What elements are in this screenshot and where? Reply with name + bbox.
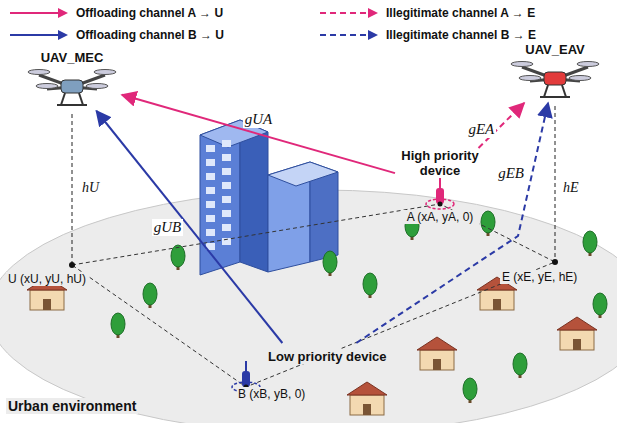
- altitude-line: [72, 114, 73, 265]
- coordinate-label: hE: [561, 180, 581, 196]
- node-title: UAV_MEC: [22, 50, 122, 65]
- device-node: High priority device A (xA, yA, 0): [395, 148, 485, 224]
- ground-polygon-line: [72, 204, 555, 387]
- channel-gain-label: gEB: [496, 165, 526, 182]
- drone-icon: [510, 59, 600, 103]
- legend-entry: Illegitimate channel B → E: [318, 28, 536, 42]
- scene-caption: Urban environment: [6, 398, 138, 414]
- tree: [463, 378, 477, 403]
- window: [206, 187, 215, 194]
- tree: [513, 353, 527, 378]
- tree: [143, 283, 157, 308]
- window: [222, 154, 231, 161]
- houses: [27, 277, 597, 415]
- channel-gain-label: gUB: [152, 219, 184, 236]
- node-title: High priority device: [395, 148, 485, 178]
- house: [417, 337, 457, 370]
- uav-node: UAV_MEC: [22, 50, 122, 111]
- tree: [111, 313, 125, 338]
- legend-line-sample: [8, 6, 70, 20]
- window: [206, 173, 215, 180]
- legend-line-sample: [318, 6, 380, 20]
- tree: [583, 231, 597, 256]
- window: [222, 168, 231, 175]
- office-building: [268, 162, 338, 272]
- legend-entry: Offloading channel B → U: [8, 28, 224, 42]
- coordinate-label: U (xU, yU, hU): [6, 272, 88, 286]
- legend-text: Illegitimate channel A → E: [386, 6, 535, 20]
- legend-line-sample: [318, 28, 380, 42]
- coordinate-label: A (xA, yA, 0): [401, 210, 479, 224]
- window: [222, 140, 231, 147]
- window: [222, 224, 231, 231]
- coordinate-label: B (xB, yB, 0): [238, 387, 305, 401]
- window: [206, 201, 215, 208]
- channel-gain-label: gUA: [243, 111, 275, 128]
- coordinate-label: E (xE, yE, hE): [500, 270, 579, 284]
- window: [206, 145, 215, 152]
- ground-point: [69, 262, 75, 268]
- device-icon: [420, 178, 460, 210]
- tree: [593, 293, 607, 318]
- node-title: UAV_EAV: [505, 42, 605, 57]
- window: [206, 215, 215, 222]
- legend-entry: Offloading channel A → U: [8, 6, 223, 20]
- window: [206, 229, 215, 236]
- tree: [323, 251, 337, 276]
- legend-text: Offloading channel B → U: [76, 28, 224, 42]
- drone-icon: [27, 67, 117, 111]
- tree: [171, 245, 185, 270]
- tree: [363, 273, 377, 298]
- building-windows: [206, 140, 231, 250]
- ground-point: [552, 259, 558, 265]
- window: [222, 210, 231, 217]
- window: [206, 159, 215, 166]
- channel-gain-label: gEA: [466, 121, 496, 138]
- node-title: Low priority device: [268, 349, 386, 364]
- channel-connector: [122, 95, 395, 173]
- window: [222, 182, 231, 189]
- altitude-line: [555, 106, 556, 262]
- trees: [111, 211, 607, 403]
- ground-polygon: [72, 204, 555, 387]
- coordinate-label: hU: [80, 180, 101, 196]
- legend-text: Illegitimate channel B → E: [386, 28, 536, 42]
- uav-node: UAV_EAV: [505, 42, 605, 103]
- window: [222, 196, 231, 203]
- legend-text: Offloading channel A → U: [76, 6, 223, 20]
- legend-line-sample: [8, 28, 70, 42]
- house: [557, 317, 597, 350]
- device-node: Low priority device B (xB, yB, 0): [228, 343, 388, 407]
- house: [347, 382, 387, 415]
- channel-connector: [356, 103, 548, 343]
- tree: [481, 211, 495, 236]
- legend-entry: Illegitimate channel A → E: [318, 6, 535, 20]
- channel-connector: [96, 111, 282, 343]
